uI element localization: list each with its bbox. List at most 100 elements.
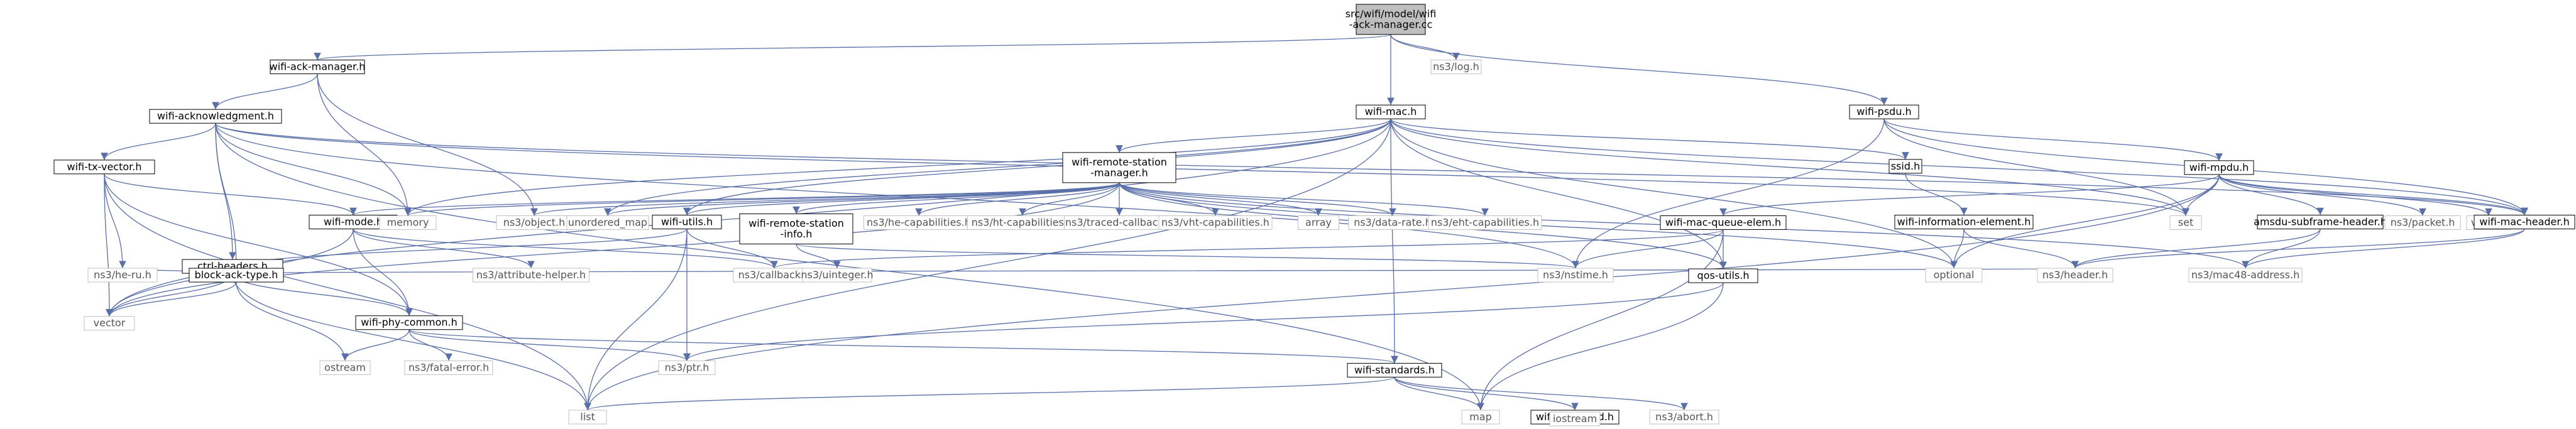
edge-remote_manager-to-he_cap (915, 182, 1120, 216)
node-box (1660, 215, 1787, 230)
node-remote-manager[interactable]: wifi-remote-station-manager.h (1062, 152, 1176, 183)
node-box (1428, 215, 1542, 230)
node-traced-cb: ns3/traced-callback.h (1064, 215, 1175, 230)
node-block-ack-type[interactable]: block-ack-type.h (189, 268, 284, 283)
node-log: ns3/log.h (1430, 60, 1482, 75)
edge-mac-to-unordered_map (604, 119, 1391, 216)
node-label: array (1305, 216, 1332, 228)
node-label: wifi-information-element.h (1897, 215, 2031, 227)
node-mac-header[interactable]: wifi-mac-header.h (2474, 214, 2575, 229)
edge-remote_manager-to-wifi_mode (349, 182, 1120, 216)
node-standards[interactable]: wifi-standards.h (1347, 362, 1442, 377)
edge-wifi_mode-to-phy_common (353, 229, 413, 316)
node-mpdu[interactable]: wifi-mpdu.h (2184, 160, 2254, 175)
edge-acknowledgment-to-mac_header (215, 122, 2528, 215)
edge-acknowledgment-to-memory (215, 123, 412, 216)
node-label: set (2178, 216, 2193, 228)
edge-tx_vector-to-wifi_mode (104, 173, 357, 215)
node-remote-info[interactable]: wifi-remote-station-info.h (739, 213, 853, 244)
node-ssid[interactable]: ssid.h (1888, 159, 1922, 174)
node-label: wifi-standards.h (1354, 364, 1435, 376)
node-wifi-mode[interactable]: wifi-mode.h (309, 214, 398, 229)
node-box (53, 160, 155, 175)
node-unordered-map: unordered_map (566, 215, 649, 230)
node-wifi-utils[interactable]: wifi-utils.h (652, 214, 722, 229)
edge-mpdu-to-mac_header (2218, 174, 2528, 215)
node-box (739, 213, 853, 244)
edge-tx_vector-to-vector (104, 173, 113, 317)
node-label: ns3/ptr.h (665, 361, 710, 373)
node-label: -ack-manager.cc (1349, 18, 1433, 30)
node-box (1925, 268, 1983, 283)
edge-mac-to-qos_utils (1390, 119, 1727, 269)
node-box (1894, 214, 2034, 229)
node-box (1649, 410, 1719, 425)
node-box (1356, 4, 1426, 35)
edge-mpdu-to-mac_queue_elem (1719, 174, 2220, 216)
node-label: ns3/fatal-error.h (408, 361, 489, 373)
node-qos-utils[interactable]: qos-utils.h (1688, 268, 1758, 283)
node-eht-cap: ns3/eht-capabilities.h (1428, 215, 1542, 230)
node-root[interactable]: src/wifi/model/wifi-ack-manager.cc (1346, 4, 1437, 35)
node-mac-queue-elem[interactable]: wifi-mac-queue-elem.h (1660, 215, 1787, 230)
node-attr-helper: ns3/attribute-helper.h (473, 268, 589, 283)
node-label: ns3/attribute-helper.h (476, 269, 586, 281)
node-label: wifi-phy-common.h (361, 317, 458, 329)
node-label: ns3/he-ru.h (94, 269, 151, 281)
edge-ack_manager-to-memory (317, 73, 412, 216)
node-label: ns3/nstime.h (1543, 269, 1608, 281)
node-box (379, 215, 437, 230)
node-label: ssid.h (1891, 160, 1921, 172)
edge-standards-to-list (584, 376, 1395, 411)
edge-remote_manager-to-ht_cap (1019, 182, 1120, 216)
edge-phy_common-to-ptr (408, 329, 691, 361)
node-label: ns3/eht-capabilities.h (1431, 216, 1539, 228)
edge-psdu-to-set (1883, 119, 2190, 216)
node-fatal-error: ns3/fatal-error.h (404, 360, 493, 375)
node-box (1888, 159, 1922, 174)
edge-phy_common-to-fatal_error (408, 329, 452, 361)
edge-psdu-to-mpdu (1883, 118, 2223, 161)
node-nstime: ns3/nstime.h (1537, 268, 1614, 283)
edge-block_ack_type-to-ostream (236, 282, 349, 361)
node-amsdu[interactable]: amsdu-subframe-header.h (2254, 214, 2387, 229)
edge-mac-to-wifi_utils (683, 119, 1391, 215)
edge-remote_manager-to-wifi_utils (683, 182, 1120, 216)
edge-remote_manager-to-object (530, 182, 1120, 217)
node-box (1537, 268, 1614, 283)
node-info-elem[interactable]: wifi-information-element.h (1894, 214, 2034, 229)
node-phy-common[interactable]: wifi-phy-common.h (355, 315, 463, 330)
node-label: ns3/he-capabilities.h (867, 216, 971, 228)
node-box (319, 360, 371, 375)
edge-root-to-ack_manager (314, 34, 1391, 61)
node-set: set (2169, 215, 2202, 230)
node-label: unordered_map (568, 216, 647, 229)
node-box (1430, 60, 1482, 75)
edge-ctrl_headers-to-list (232, 273, 591, 411)
edge-mac-to-standards (1390, 119, 1398, 364)
node-label: ns3/traced-callback.h (1065, 216, 1173, 228)
edge-wifi_mode-to-attr_helper (353, 229, 535, 269)
edge-wifi_utils-to-callback (686, 229, 778, 269)
node-acknowledgment[interactable]: wifi-acknowledgment.h (149, 109, 282, 124)
node-tx-vector[interactable]: wifi-tx-vector.h (53, 160, 155, 175)
node-mac[interactable]: wifi-mac.h (1356, 104, 1426, 119)
node-ack-manager[interactable]: wifi-ack-manager.h (270, 60, 366, 75)
node-label: wifi-mac-header.h (2479, 215, 2569, 227)
edge-mpdu-to-packet (2218, 174, 2426, 216)
node-psdu[interactable]: wifi-psdu.h (1849, 104, 1919, 119)
node-callback: ns3/callback.h (733, 268, 816, 283)
node-label: src/wifi/model/wifi (1346, 8, 1437, 19)
node-he-ru: ns3/he-ru.h (87, 268, 158, 283)
node-label: -info.h (781, 228, 813, 240)
node-list: list (568, 410, 607, 425)
edge-remote_info-to-nstime (796, 243, 1579, 269)
edge-remote_manager-to-remote_info (792, 182, 1120, 214)
edge-acknowledgment-to-map (215, 123, 1484, 411)
edge-psdu-to-nstime (1572, 119, 1885, 269)
node-label: wifi-utils.h (661, 215, 713, 227)
node-ostream: ostream (319, 360, 371, 375)
edge-ack_manager-to-acknowledgment (212, 73, 318, 110)
edge-root-to-log (1390, 34, 1460, 60)
node-box (189, 268, 284, 283)
